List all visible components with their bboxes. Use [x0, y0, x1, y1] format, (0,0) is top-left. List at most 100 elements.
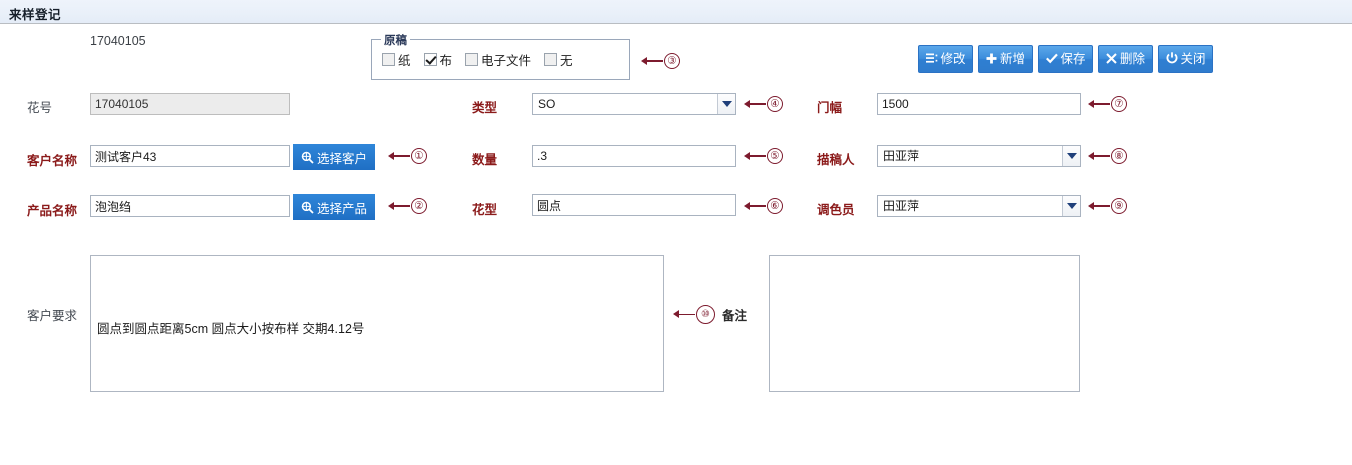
checkbox-item-fabric[interactable]: 布: [423, 50, 453, 69]
annotation-4: ④: [744, 96, 783, 112]
plus-icon-svg: [986, 53, 997, 63]
arrow-left-icon: [673, 310, 695, 320]
window-titlebar: 来样登记: [0, 0, 1352, 24]
label-colorist: 调色员: [817, 203, 855, 217]
colorist-select-value: 田亚萍: [883, 199, 920, 213]
type-select[interactable]: SO: [532, 93, 736, 115]
close-icon-svg: [1106, 52, 1117, 64]
annotation-4-number: ④: [767, 96, 783, 112]
select-product-button-label: 选择产品: [316, 201, 367, 216]
arrow-left-icon: [388, 151, 410, 161]
arrow-left-icon: [641, 56, 663, 66]
label-customer-request: 客户要求: [27, 309, 78, 323]
pattern-no-input[interactable]: [90, 93, 290, 115]
edit-button[interactable]: 修改: [918, 45, 973, 73]
add-button-label: 新增: [1000, 51, 1026, 66]
checkbox-paper[interactable]: [382, 53, 395, 66]
customer-request-textarea[interactable]: 圆点到圆点距离5cm 圆点大小按布样 交期4.12号: [90, 255, 664, 392]
annotation-9: ⑨: [1088, 198, 1127, 214]
annotation-8: ⑧: [1088, 148, 1127, 164]
product-name-input[interactable]: [90, 195, 290, 217]
save-button-label: 保存: [1060, 51, 1086, 66]
chevron-down-icon[interactable]: [1062, 146, 1080, 166]
checkbox-item-paper[interactable]: 纸: [382, 50, 411, 69]
arrow-left-icon: [1088, 201, 1110, 211]
delete-button-label: 删除: [1120, 51, 1146, 66]
source-material-checkbox-row: 纸 布 电子文件 无: [382, 50, 586, 69]
chevron-down-icon[interactable]: [717, 94, 735, 114]
check-icon: [1045, 53, 1058, 66]
arrow-left-icon: [1088, 99, 1110, 109]
power-icon-svg: [1166, 52, 1177, 64]
label-drafter: 描稿人: [817, 153, 855, 167]
annotation-3: ③: [641, 53, 680, 69]
drafter-select[interactable]: 田亚萍: [877, 145, 1081, 167]
annotation-1-number: ①: [411, 148, 427, 164]
colorist-select[interactable]: 田亚萍: [877, 195, 1081, 217]
magnifier-icon: [301, 151, 314, 164]
delete-button[interactable]: 删除: [1098, 45, 1153, 73]
edit-button-label: 修改: [940, 51, 966, 66]
annotation-2: ②: [388, 198, 427, 214]
annotation-10-label: 备注: [722, 309, 748, 323]
type-select-value: SO: [538, 97, 556, 111]
quantity-input[interactable]: [532, 145, 736, 167]
source-material-legend: 原稿: [381, 32, 410, 48]
annotation-6-number: ⑥: [767, 198, 783, 214]
annotation-10: ⑩ 备注: [673, 305, 747, 324]
annotation-9-number: ⑨: [1111, 198, 1127, 214]
select-customer-button-label: 选择客户: [316, 151, 367, 166]
label-quantity: 数量: [472, 153, 498, 167]
select-customer-button[interactable]: 选择客户: [293, 144, 375, 170]
check-icon-svg: [1045, 53, 1058, 63]
label-pattern-type: 花型: [472, 203, 498, 217]
label-pattern-no: 花号: [27, 101, 53, 115]
add-button[interactable]: 新增: [978, 45, 1033, 73]
customer-name-input[interactable]: [90, 145, 290, 167]
chevron-down-icon[interactable]: [1062, 196, 1080, 216]
label-product-name: 产品名称: [27, 204, 78, 218]
label-type: 类型: [472, 101, 498, 115]
plus-icon: [986, 53, 997, 66]
customer-request-text: 圆点到圆点距离5cm 圆点大小按布样 交期4.12号: [97, 322, 365, 336]
annotation-3-number: ③: [664, 53, 680, 69]
arrow-left-icon: [388, 201, 410, 211]
checkbox-fabric[interactable]: [423, 53, 437, 66]
annotation-5: ⑤: [744, 148, 783, 164]
annotation-7: ⑦: [1088, 96, 1127, 112]
checkbox-label-electronic-file: 电子文件: [481, 54, 532, 68]
pattern-code-text: 17040105: [90, 34, 146, 48]
arrow-left-icon: [744, 99, 766, 109]
label-width: 门幅: [817, 101, 843, 115]
power-icon: [1166, 52, 1178, 66]
drafter-select-value: 田亚萍: [883, 149, 920, 163]
checkbox-electronic-file[interactable]: [465, 53, 479, 66]
checkbox-item-none[interactable]: 无: [544, 50, 573, 69]
annotation-7-number: ⑦: [1111, 96, 1127, 112]
select-product-button[interactable]: 选择产品: [293, 194, 375, 220]
annotation-10-number: ⑩: [696, 305, 715, 324]
save-button[interactable]: 保存: [1038, 45, 1093, 73]
checkbox-item-electronic-file[interactable]: 电子文件: [465, 50, 531, 69]
arrow-left-icon: [744, 201, 766, 211]
annotation-2-number: ②: [411, 198, 427, 214]
checkbox-label-paper: 纸: [398, 54, 411, 68]
annotation-5-number: ⑤: [767, 148, 783, 164]
list-icon-svg: [925, 53, 937, 63]
close-button[interactable]: 关闭: [1158, 45, 1213, 73]
source-material-fieldset: 原稿 纸 布 电子文件 无: [371, 32, 630, 80]
checkbox-none[interactable]: [544, 53, 558, 66]
magnifier-icon: [301, 201, 314, 214]
close-icon: [1106, 52, 1117, 66]
list-icon: [925, 53, 938, 66]
annotation-1: ①: [388, 148, 427, 164]
checkbox-label-fabric: 布: [439, 54, 453, 68]
remark-textarea[interactable]: [769, 255, 1080, 392]
width-input[interactable]: [877, 93, 1081, 115]
page-title: 来样登记: [9, 8, 62, 22]
annotation-8-number: ⑧: [1111, 148, 1127, 164]
close-button-label: 关闭: [1180, 51, 1206, 66]
annotation-6: ⑥: [744, 198, 783, 214]
pattern-type-input[interactable]: [532, 194, 736, 216]
checkbox-label-none: 无: [560, 54, 573, 68]
